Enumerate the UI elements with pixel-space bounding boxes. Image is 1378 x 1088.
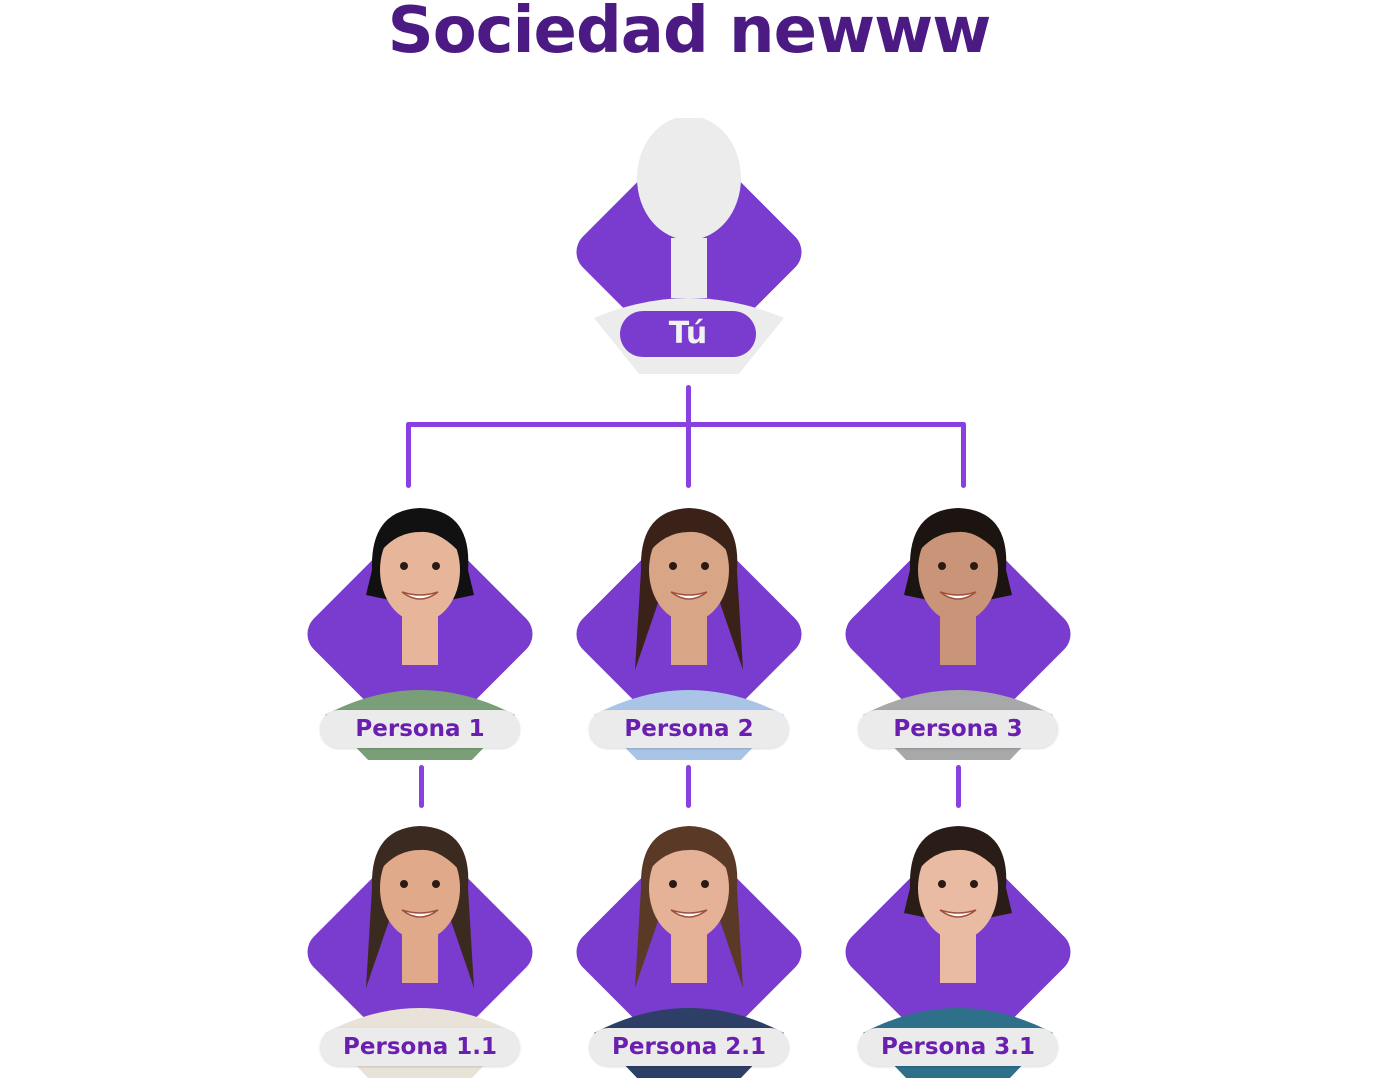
- org-node-you[interactable]: Tú: [559, 118, 819, 388]
- org-node-persona-2[interactable]: Persona 2: [559, 500, 819, 770]
- org-node-persona-3[interactable]: Persona 3: [828, 500, 1088, 770]
- org-node-persona-1[interactable]: Persona 1: [290, 500, 550, 770]
- org-node-persona-3-1[interactable]: Persona 3.1: [828, 818, 1088, 1088]
- org-node-persona-2-1[interactable]: Persona 2.1: [559, 818, 819, 1088]
- person-head: [637, 118, 741, 240]
- node-label: Persona 2: [589, 710, 789, 748]
- connector-to-persona-3: [961, 422, 966, 488]
- node-label: Persona 2.1: [589, 1028, 789, 1066]
- node-label: Tú: [620, 311, 756, 357]
- person-head: [380, 518, 460, 622]
- connector-root-down: [686, 385, 691, 488]
- avatar-photo: [845, 508, 1071, 760]
- person-head: [649, 836, 729, 940]
- person-head: [918, 836, 998, 940]
- node-label: Persona 1: [320, 710, 520, 748]
- page-title: Sociedad newww: [387, 0, 992, 68]
- connector-persona-2-to-2-1: [686, 765, 691, 808]
- connector-persona-3-to-3-1: [956, 765, 961, 808]
- person-head: [649, 518, 729, 622]
- person-head: [380, 836, 460, 940]
- connector-persona-1-to-1-1: [419, 765, 424, 808]
- connector-horizontal: [406, 422, 966, 427]
- node-label: Persona 1.1: [320, 1028, 520, 1066]
- person-head: [918, 518, 998, 622]
- node-label: Persona 3.1: [858, 1028, 1058, 1066]
- org-node-persona-1-1[interactable]: Persona 1.1: [290, 818, 550, 1088]
- person-neck: [671, 238, 707, 298]
- node-label: Persona 3: [858, 710, 1058, 748]
- connector-to-persona-1: [406, 422, 411, 488]
